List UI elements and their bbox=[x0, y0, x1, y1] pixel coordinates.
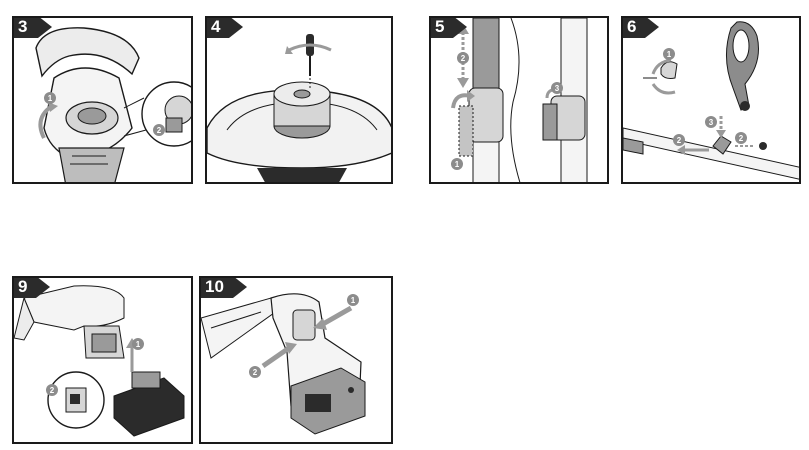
step-9-illustration: 1 2 bbox=[14, 285, 185, 437]
step-10-panel: 1 2 10 bbox=[199, 276, 393, 444]
svg-text:2: 2 bbox=[739, 134, 744, 143]
svg-text:3: 3 bbox=[709, 118, 714, 127]
svg-text:1: 1 bbox=[455, 160, 460, 169]
svg-text:2: 2 bbox=[253, 368, 258, 377]
step-9-tab: 9 bbox=[14, 277, 50, 298]
step-9-number: 9 bbox=[18, 277, 28, 296]
svg-text:1: 1 bbox=[351, 296, 356, 305]
callout-2: 2 bbox=[735, 132, 747, 144]
svg-text:2: 2 bbox=[50, 386, 55, 395]
step-5-tab: 5 bbox=[431, 17, 467, 38]
step-5-number: 5 bbox=[435, 17, 445, 36]
callout-1: 1 bbox=[451, 158, 463, 170]
svg-text:1: 1 bbox=[48, 94, 53, 103]
callout-2: 2 bbox=[673, 134, 685, 146]
callout-2: 2 bbox=[153, 124, 165, 136]
step-6-panel: 1 3 2 2 6 bbox=[621, 16, 801, 184]
svg-text:1: 1 bbox=[136, 340, 141, 349]
svg-text:2: 2 bbox=[677, 136, 682, 145]
svg-text:2: 2 bbox=[461, 54, 466, 63]
step-4-tab: 4 bbox=[207, 17, 243, 38]
step-4-number: 4 bbox=[211, 17, 221, 36]
step-3-illustration: 1 2 bbox=[35, 27, 191, 182]
callout-1: 1 bbox=[44, 92, 56, 104]
step-4-panel: 4 bbox=[205, 16, 393, 184]
callout-2: 2 bbox=[457, 52, 469, 64]
step-10-tab: 10 bbox=[201, 277, 247, 298]
step-9-panel: 1 2 9 bbox=[12, 276, 193, 444]
callout-1: 1 bbox=[347, 294, 359, 306]
svg-text:1: 1 bbox=[667, 50, 672, 59]
step-10-number: 10 bbox=[205, 277, 224, 296]
callout-3: 3 bbox=[551, 82, 563, 94]
step-3-tab: 3 bbox=[14, 17, 52, 38]
step-6-tab: 6 bbox=[623, 17, 659, 38]
step-6-illustration: 1 3 2 2 bbox=[623, 21, 799, 180]
callout-2: 2 bbox=[46, 384, 58, 396]
step-4-illustration bbox=[207, 34, 391, 182]
svg-text:2: 2 bbox=[157, 126, 162, 135]
step-3-panel: 1 2 3 bbox=[12, 16, 193, 184]
svg-text:3: 3 bbox=[555, 84, 560, 93]
step-10-illustration: 1 2 bbox=[201, 293, 366, 435]
step-6-number: 6 bbox=[627, 17, 637, 36]
callout-1: 1 bbox=[132, 338, 144, 350]
step-3-number: 3 bbox=[18, 17, 28, 36]
step-5-illustration: 2 1 3 bbox=[451, 18, 588, 182]
callout-3: 3 bbox=[705, 116, 717, 128]
step-5-panel: 2 1 3 5 bbox=[429, 16, 609, 184]
callout-1: 1 bbox=[663, 48, 675, 60]
callout-2: 2 bbox=[249, 366, 261, 378]
